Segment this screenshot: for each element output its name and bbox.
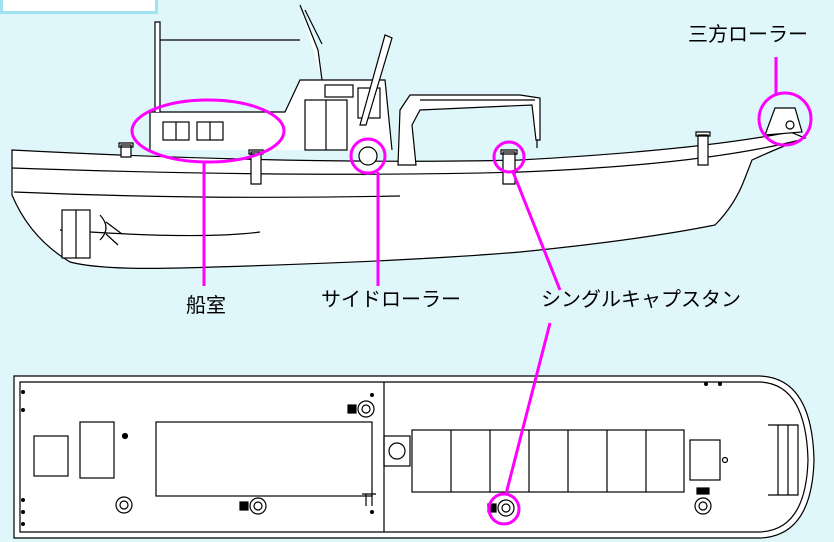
- side-view: [11, 4, 807, 269]
- capstan-icon: [347, 400, 375, 418]
- leader-capstan-top: [504, 322, 552, 495]
- leader-capstan: [511, 171, 562, 291]
- fish-hold-cover: [155, 421, 373, 497]
- propeller-icon: [99, 214, 123, 246]
- label-single-capstan: シングルキャプスタン: [541, 287, 741, 311]
- bow-fitting: [768, 424, 799, 496]
- highlight-cabin: [130, 98, 286, 164]
- side-roller-top: [383, 435, 411, 467]
- highlight-capstan-side: [492, 140, 526, 174]
- side-roller-icon: [358, 146, 378, 166]
- capstan-icon: [487, 499, 515, 517]
- mast: [154, 4, 323, 112]
- antenna: [359, 34, 393, 126]
- capstan-icon: [239, 497, 267, 515]
- hull: [11, 131, 807, 269]
- highlights: [130, 57, 813, 526]
- label-side-roller: サイドローラー: [321, 287, 461, 311]
- deck-outline: [13, 375, 815, 539]
- hatch: [79, 421, 115, 479]
- label-sanpou-roller: 三方ローラー: [688, 22, 808, 46]
- highlight-capstan-top: [487, 492, 521, 526]
- bollard-icon: [118, 142, 134, 158]
- corner-tab: [0, 0, 158, 14]
- highlight-bow-roller: [757, 91, 813, 147]
- capstan-icon: [115, 496, 133, 514]
- bow-roller-icon: [764, 107, 803, 136]
- highlight-side-roller: [349, 137, 387, 175]
- hatch: [33, 435, 69, 477]
- hold-grid: [411, 429, 685, 493]
- bilge-line: [59, 229, 261, 237]
- label-senshitsu: 船室: [186, 293, 226, 317]
- crane: [397, 94, 541, 166]
- capstan-icon: [694, 487, 712, 515]
- sheer-line: [11, 139, 801, 175]
- bollard-icon: [695, 131, 711, 166]
- top-view: [13, 375, 815, 539]
